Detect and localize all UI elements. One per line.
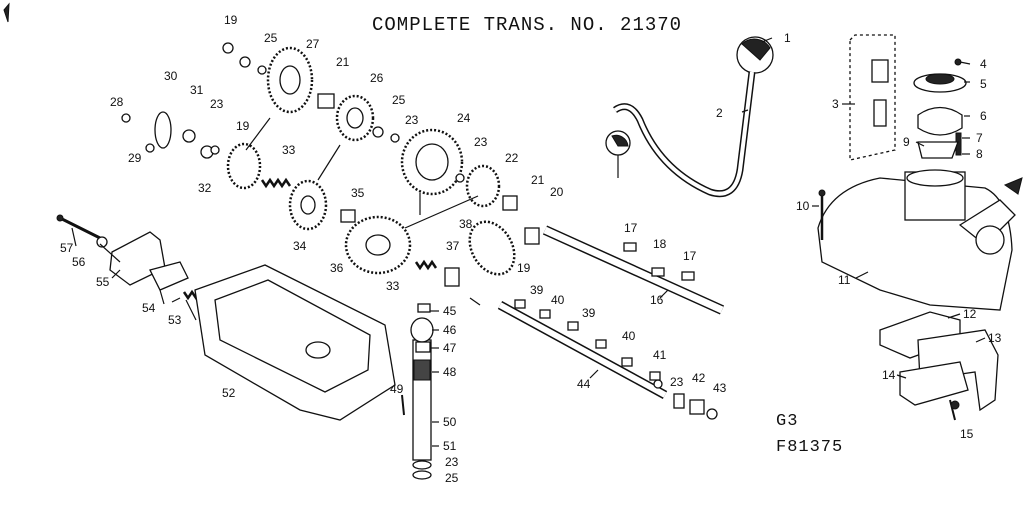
diagram-title: COMPLETE TRANS. NO. 21370 (372, 14, 683, 36)
callout-39a: 39 (530, 283, 544, 297)
callout-5: 5 (980, 77, 987, 91)
callout-17a: 17 (624, 221, 638, 235)
diagram-code-part: F81375 (776, 438, 844, 457)
callout-37: 37 (446, 239, 460, 253)
callout-45: 45 (443, 304, 457, 318)
callout-34: 34 (293, 239, 307, 253)
callout-55: 55 (96, 275, 110, 289)
callout-41: 41 (653, 348, 667, 362)
callout-26: 26 (370, 71, 384, 85)
callout-32: 32 (198, 181, 212, 195)
callout-53: 53 (168, 313, 182, 327)
callout-44: 44 (577, 377, 591, 391)
callout-47: 47 (443, 341, 457, 355)
shift-lever (605, 36, 774, 198)
callout-1: 1 (784, 31, 791, 45)
shaft-components (415, 242, 695, 381)
callout-27: 27 (306, 37, 320, 51)
diagram-code-g3: G3 (776, 412, 799, 431)
shafts (401, 225, 725, 480)
callout-19a: 19 (224, 13, 238, 27)
callout-19b: 19 (236, 119, 250, 133)
callout-17b: 17 (683, 249, 697, 263)
callout-42: 42 (692, 371, 706, 385)
callout-23b: 23 (405, 113, 419, 127)
callout-16: 16 (650, 293, 664, 307)
callout-21b: 21 (531, 173, 545, 187)
callout-14: 14 (882, 368, 896, 382)
callout-35: 35 (351, 186, 365, 200)
callout-12: 12 (963, 307, 977, 321)
callout-24: 24 (457, 111, 471, 125)
leader-lines (71, 37, 986, 447)
corner-mark (3, 2, 10, 23)
callout-31: 31 (190, 83, 204, 97)
callouts: 1 2 3 4 5 6 7 8 9 10 11 12 13 14 15 16 1… (60, 13, 1002, 485)
callout-54: 54 (142, 301, 156, 315)
callout-40a: 40 (551, 293, 565, 307)
callout-25c: 25 (445, 471, 459, 485)
callout-43: 43 (713, 381, 727, 395)
callout-52: 52 (222, 386, 236, 400)
callout-25a: 25 (264, 31, 278, 45)
lower-case (194, 264, 396, 421)
callout-9: 9 (903, 135, 910, 149)
callout-25b: 25 (392, 93, 406, 107)
gears (121, 42, 718, 420)
callout-30: 30 (164, 69, 178, 83)
callout-21a: 21 (336, 55, 350, 69)
callout-22: 22 (505, 151, 519, 165)
callout-56: 56 (72, 255, 86, 269)
transmission-housing (817, 169, 1023, 311)
callout-33b: 33 (386, 279, 400, 293)
callout-40b: 40 (622, 329, 636, 343)
callout-15: 15 (960, 427, 974, 441)
callout-51: 51 (443, 439, 457, 453)
callout-4: 4 (980, 57, 987, 71)
shift-cover-assembly (849, 34, 967, 161)
callout-19c: 19 (517, 261, 531, 275)
callout-23a: 23 (210, 97, 224, 111)
callout-50: 50 (443, 415, 457, 429)
callout-18: 18 (653, 237, 667, 251)
callout-11: 11 (838, 273, 851, 287)
callout-48: 48 (443, 365, 457, 379)
callout-36: 36 (330, 261, 344, 275)
callout-2: 2 (716, 106, 723, 120)
callout-23e: 23 (445, 455, 459, 469)
callout-8: 8 (976, 147, 983, 161)
callout-20: 20 (550, 185, 564, 199)
callout-10: 10 (796, 199, 810, 213)
callout-39b: 39 (582, 306, 596, 320)
callout-3: 3 (832, 97, 839, 111)
callout-29: 29 (128, 151, 142, 165)
callout-46: 46 (443, 323, 457, 337)
callout-6: 6 (980, 109, 987, 123)
callout-23c: 23 (474, 135, 488, 149)
mounting-bracket (879, 311, 999, 421)
callout-49: 49 (390, 382, 404, 396)
callout-57: 57 (60, 241, 74, 255)
callout-38: 38 (459, 217, 473, 231)
callout-7: 7 (976, 131, 983, 145)
assembly-arrows (245, 117, 481, 306)
callout-33a: 33 (282, 143, 296, 157)
callout-13: 13 (988, 331, 1002, 345)
shift-fork-parts (56, 214, 189, 291)
callout-23d: 23 (670, 375, 684, 389)
callout-28: 28 (110, 95, 124, 109)
